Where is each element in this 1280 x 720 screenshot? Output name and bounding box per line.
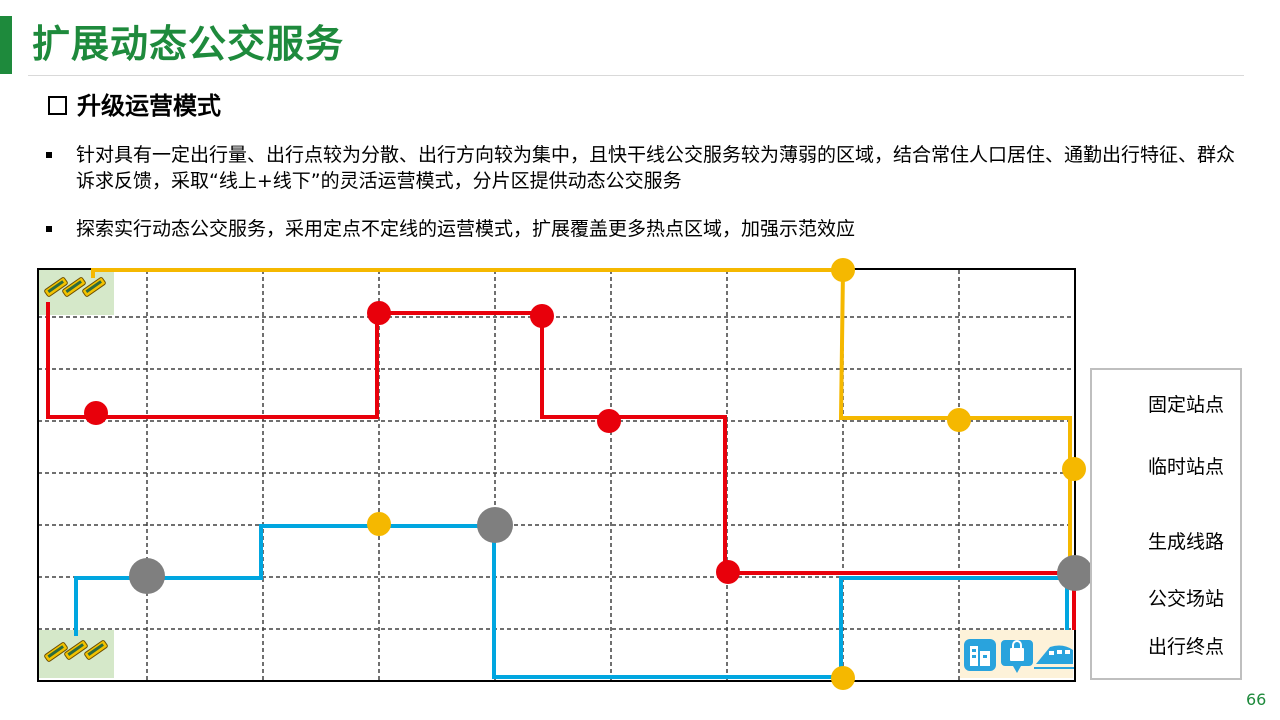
train-icon	[1034, 645, 1074, 669]
temp-stop-red	[84, 401, 108, 425]
bus-icon	[44, 642, 68, 662]
temp-stop-yellow	[367, 512, 391, 536]
stops	[84, 258, 1093, 690]
grid-lines	[38, 270, 1075, 680]
legend-fixed-stop-label: 固定站点	[1148, 394, 1225, 416]
bullet-square-icon	[46, 226, 52, 232]
temp-stop-yellow	[831, 666, 855, 690]
fixed-stop	[1057, 555, 1093, 591]
route-red	[46, 302, 1076, 630]
bus-icon	[82, 277, 106, 297]
temp-stop-yellow	[947, 408, 971, 432]
shopping-bag-icon	[1001, 640, 1033, 673]
bullet-text: 探索实行动态公交服务，采用定点不定线的运营模式，扩展覆盖更多热点区域，加强示范效…	[76, 218, 856, 240]
bus-icon	[64, 640, 88, 660]
bullet-text: 针对具有一定出行量、出行点较为分散、出行方向较为集中，且快干线公交服务较为薄弱的…	[76, 144, 1236, 192]
route-yellow	[91, 268, 1072, 575]
legend-depot-label: 公交场站	[1148, 588, 1225, 610]
building-icon	[964, 639, 996, 671]
route-blue	[74, 524, 1069, 679]
legend-panel	[1090, 368, 1242, 680]
legend-temp-stop-label: 临时站点	[1148, 456, 1225, 478]
page-number: 66	[1246, 690, 1267, 709]
title-divider	[28, 75, 1244, 76]
page-title: 扩展动态公交服务	[32, 21, 345, 66]
fixed-stop	[477, 507, 513, 543]
legend-routes-label: 生成线路	[1148, 531, 1225, 553]
temp-stop-red	[597, 409, 621, 433]
bus-icon	[44, 277, 68, 297]
section-heading-text: 升级运营模式	[77, 92, 221, 120]
temp-stop-red	[367, 301, 391, 325]
temp-stop-red	[530, 304, 554, 328]
temp-stop-red	[716, 560, 740, 584]
bus-icon	[84, 640, 108, 660]
section-heading: 升级运营模式	[48, 88, 221, 124]
checkbox-square-icon	[48, 96, 67, 115]
title-accent-bar	[0, 16, 12, 74]
temp-stop-yellow	[831, 258, 855, 282]
temp-stop-yellow	[1062, 457, 1086, 481]
bus-icon	[62, 277, 86, 297]
diagram-frame	[37, 268, 1076, 682]
fixed-stop	[129, 558, 165, 594]
legend-destination-label: 出行终点	[1148, 636, 1225, 658]
bullet-square-icon	[46, 152, 52, 158]
